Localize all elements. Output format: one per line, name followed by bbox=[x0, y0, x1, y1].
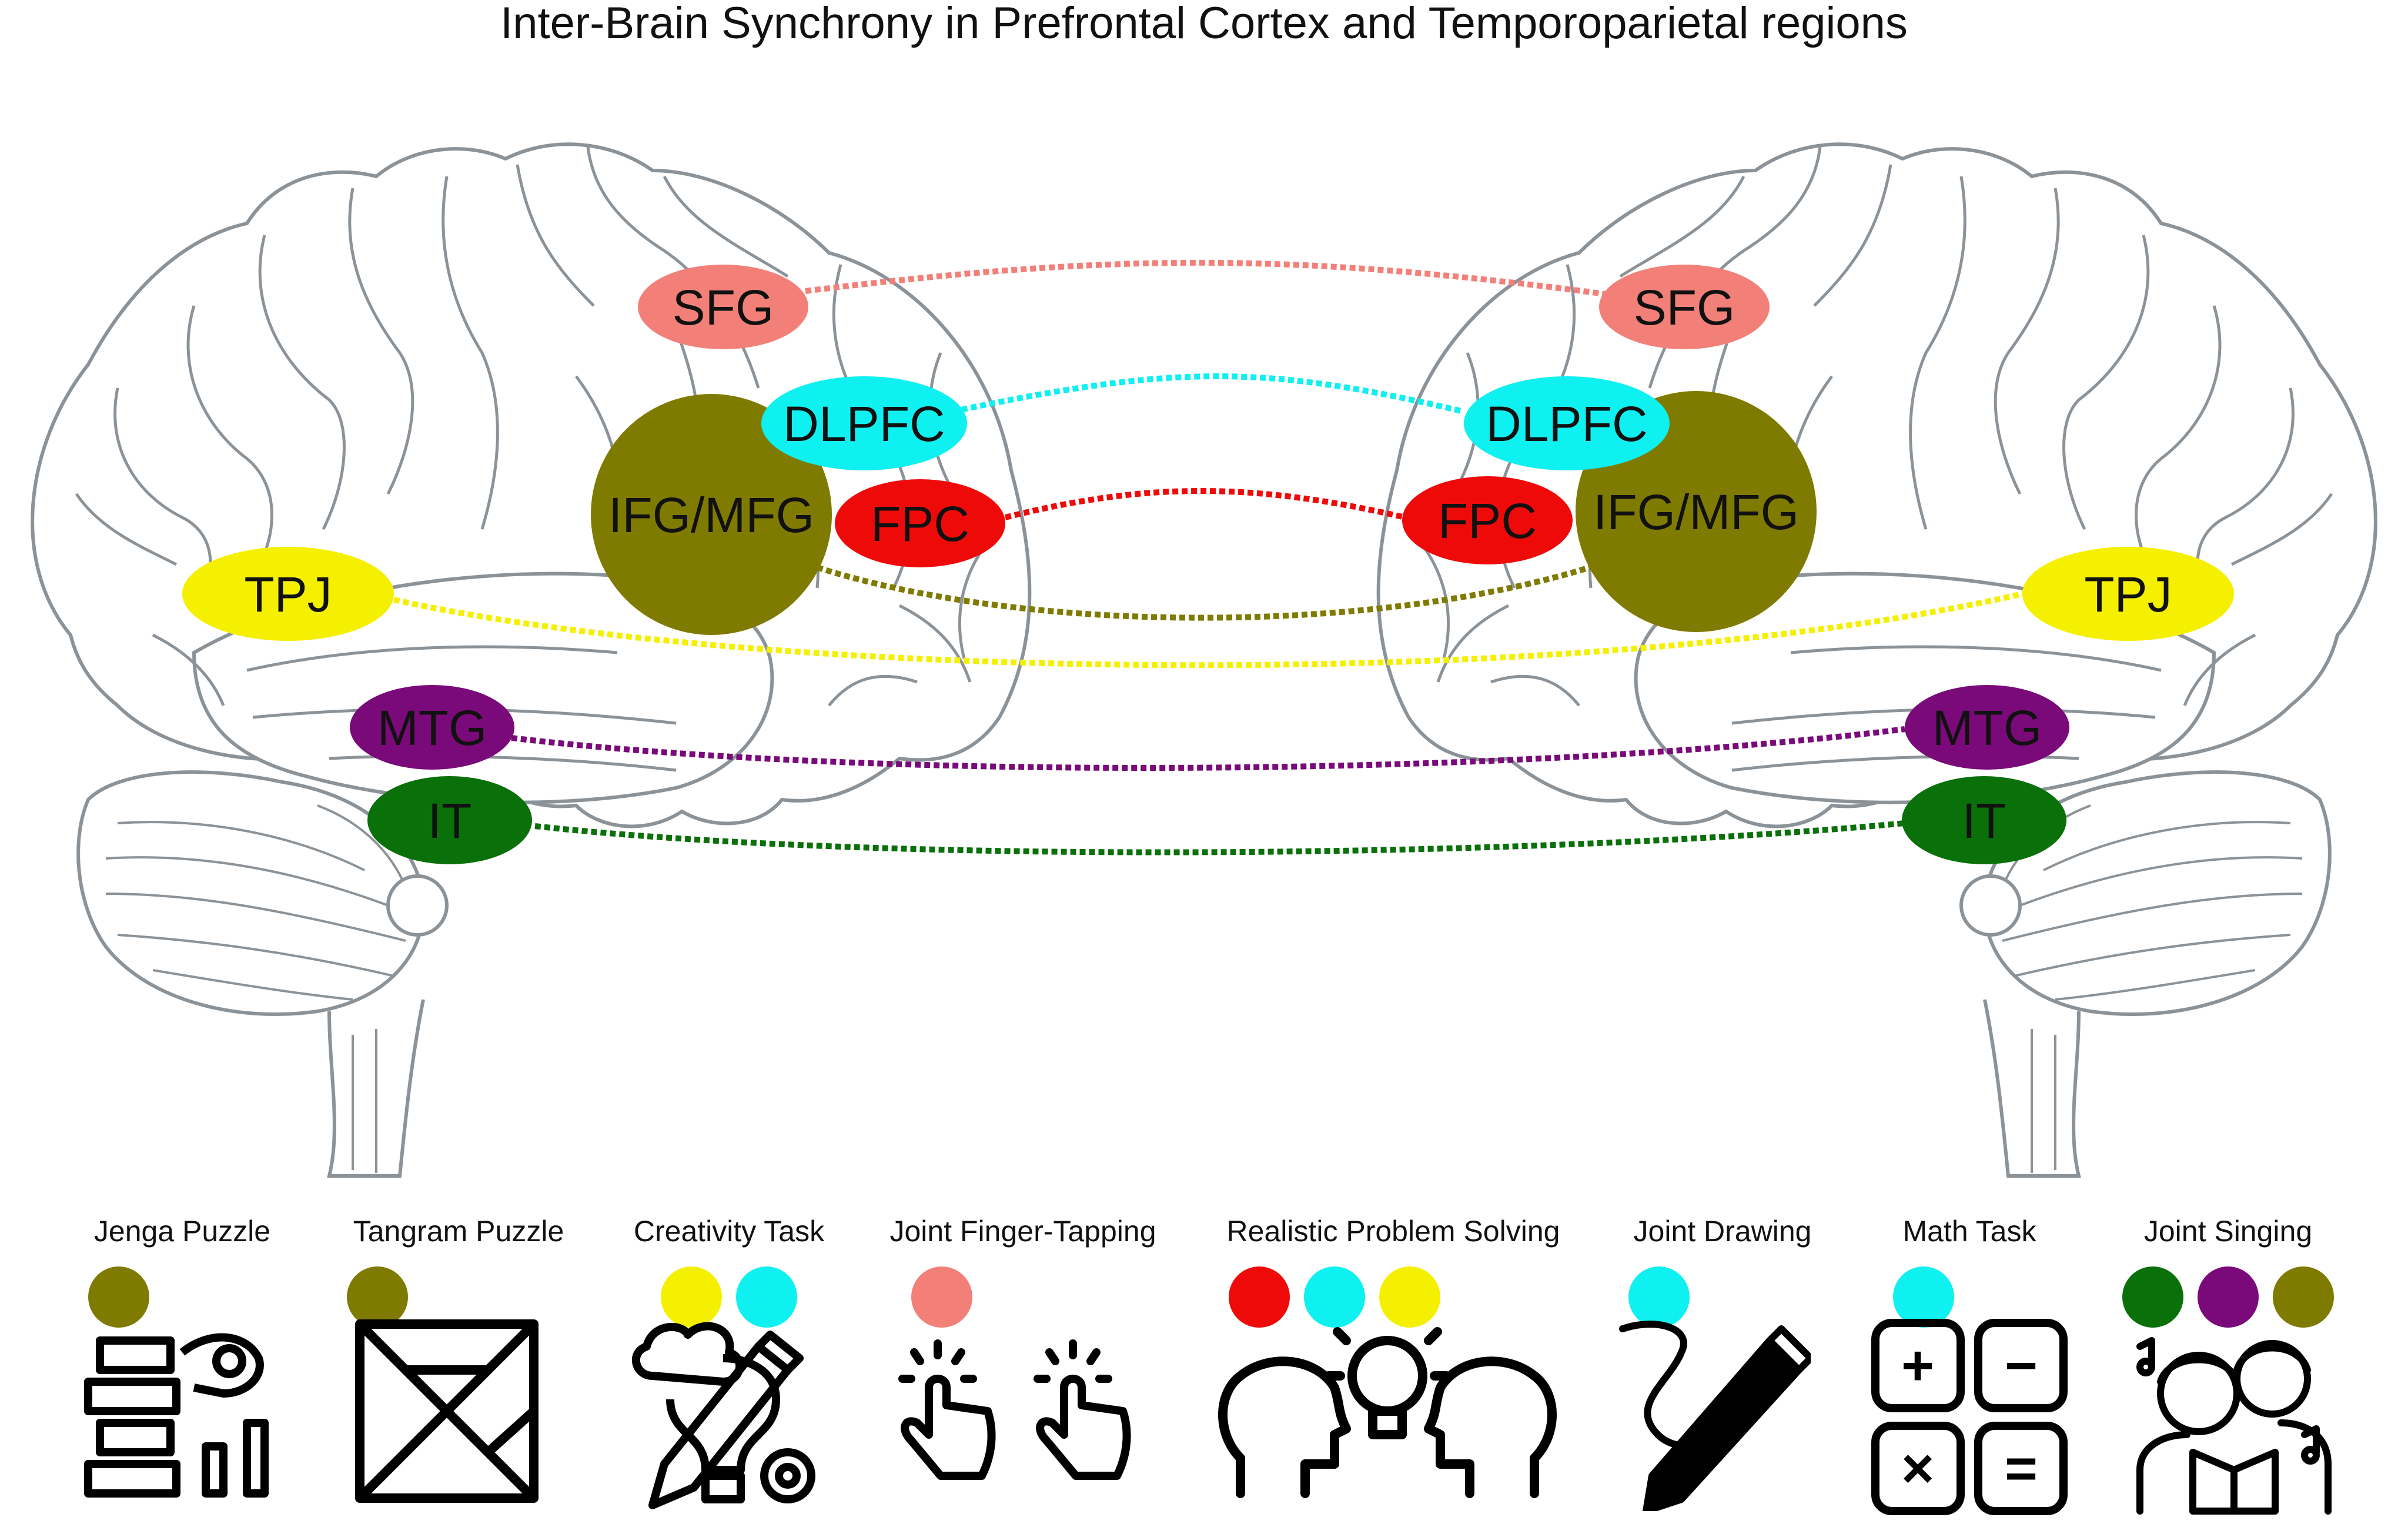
it-label-left: IT bbox=[428, 793, 472, 848]
legend-item-problem-solving: Realistic Problem Solving bbox=[1205, 1215, 1581, 1328]
tpj-label-right: TPJ bbox=[2084, 567, 2172, 622]
mtg-label-right: MTG bbox=[1932, 700, 2042, 756]
tpj-node-left bbox=[182, 547, 394, 641]
equals-symbol: = bbox=[2005, 1437, 2038, 1500]
drawing-icon bbox=[1619, 1321, 1811, 1511]
legend-dots bbox=[2105, 1266, 2352, 1328]
legend-dot-dlpfc bbox=[1304, 1266, 1365, 1328]
legend-dots bbox=[1611, 1266, 1834, 1328]
legend-dots bbox=[870, 1266, 1176, 1328]
dlpfc-label-left: DLPFC bbox=[783, 396, 945, 452]
sfg-label-right: SFG bbox=[1634, 280, 1735, 335]
tpj-node-right bbox=[2022, 547, 2234, 641]
fpc-node-left bbox=[835, 479, 1005, 567]
finger-tap-icon bbox=[898, 1339, 1131, 1480]
legend-dot-sfg bbox=[911, 1266, 972, 1328]
legend-dot-mtg bbox=[2198, 1266, 2259, 1328]
legend-dots bbox=[611, 1266, 847, 1328]
mtg-node-right bbox=[1905, 685, 2069, 770]
math-icon: + − × = bbox=[1871, 1319, 2068, 1515]
ifg-mfg-node-left bbox=[591, 394, 832, 635]
legend-item-finger-tapping: Joint Finger-Tapping bbox=[870, 1215, 1176, 1328]
legend-label: Creativity Task bbox=[633, 1215, 825, 1248]
times-symbol: × bbox=[1901, 1437, 1934, 1500]
dlpfc-label-right: DLPFC bbox=[1486, 396, 1647, 452]
fpc-connection-line bbox=[1004, 488, 1406, 520]
dlpfc-connection-line bbox=[951, 373, 1465, 415]
legend-dot-it bbox=[2122, 1266, 2183, 1328]
it-label-right: IT bbox=[1962, 793, 2006, 848]
left-brain bbox=[32, 144, 1029, 1176]
ifg-mfg-label-left: IFG/MFG bbox=[608, 487, 814, 543]
legend-item-jenga: Jenga Puzzle bbox=[65, 1215, 300, 1328]
fpc-label-left: FPC bbox=[871, 496, 969, 552]
legend-label: Joint Singing bbox=[2143, 1215, 2313, 1248]
creativity-icon bbox=[632, 1322, 815, 1509]
legend-label: Joint Drawing bbox=[1633, 1215, 1812, 1248]
figure-title: Inter-Brain Synchrony in Prefrontal Cort… bbox=[500, 0, 1908, 48]
legend-dot-ifg-mfg bbox=[347, 1266, 408, 1328]
fpc-node-right bbox=[1402, 476, 1573, 564]
legend-item-creativity: Creativity Task bbox=[611, 1215, 847, 1328]
mtg-node-left bbox=[350, 685, 514, 770]
sfg-label-left: SFG bbox=[673, 280, 774, 335]
legend-dot-ifg-mfg bbox=[88, 1266, 149, 1328]
right-brain bbox=[1379, 144, 2376, 1176]
legend-dots bbox=[335, 1266, 582, 1328]
singing-icon bbox=[2136, 1337, 2332, 1515]
legend-item-drawing: Joint Drawing bbox=[1611, 1215, 1834, 1328]
plus-symbol: + bbox=[1901, 1334, 1934, 1397]
legend-dot-dlpfc bbox=[1893, 1266, 1954, 1328]
legend-label: Tangram Puzzle bbox=[353, 1215, 564, 1248]
tpj-connection-line bbox=[393, 591, 2024, 669]
fpc-label-right: FPC bbox=[1438, 493, 1537, 549]
legend-dot-dlpfc bbox=[1628, 1266, 1690, 1328]
it-connection-line bbox=[534, 820, 1905, 855]
legend-item-math: Math Task bbox=[1864, 1215, 2075, 1328]
legend-dot-tpj bbox=[661, 1266, 722, 1328]
legend-dots bbox=[65, 1266, 300, 1328]
legend-label: Realistic Problem Solving bbox=[1226, 1215, 1560, 1248]
mtg-label-left: MTG bbox=[377, 700, 487, 756]
legend-dot-tpj bbox=[1379, 1266, 1440, 1328]
jenga-icon bbox=[84, 1333, 269, 1498]
legend-label: Math Task bbox=[1902, 1215, 2036, 1248]
dlpfc-node-right bbox=[1464, 376, 1670, 470]
sfg-node-right bbox=[1599, 265, 1770, 349]
minus-symbol: − bbox=[2005, 1334, 2038, 1397]
legend-dot-fpc bbox=[1229, 1266, 1290, 1328]
problem-solving-icon bbox=[1218, 1327, 1557, 1498]
ifg-mfg-connection-line bbox=[816, 562, 1600, 621]
mtg-connection-line bbox=[511, 726, 1905, 771]
legend-dots bbox=[1205, 1266, 1581, 1328]
legend-dots bbox=[1864, 1266, 2075, 1328]
sfg-connection-line bbox=[805, 259, 1606, 297]
it-node-left bbox=[367, 776, 532, 864]
it-node-right bbox=[1902, 776, 2066, 864]
sfg-node-left bbox=[638, 265, 808, 349]
legend-label: Jenga Puzzle bbox=[93, 1215, 271, 1248]
legend-item-singing: Joint Singing bbox=[2105, 1215, 2352, 1328]
legend-dot-dlpfc bbox=[736, 1266, 797, 1328]
tpj-label-left: TPJ bbox=[244, 567, 332, 622]
legend-label: Joint Finger-Tapping bbox=[889, 1215, 1156, 1248]
ifg-mfg-label-right: IFG/MFG bbox=[1593, 484, 1799, 540]
dlpfc-node-left bbox=[761, 376, 967, 470]
legend-dot-ifg-mfg bbox=[2273, 1266, 2334, 1328]
legend-item-tangram: Tangram Puzzle bbox=[335, 1215, 582, 1328]
tangram-icon bbox=[355, 1319, 539, 1503]
